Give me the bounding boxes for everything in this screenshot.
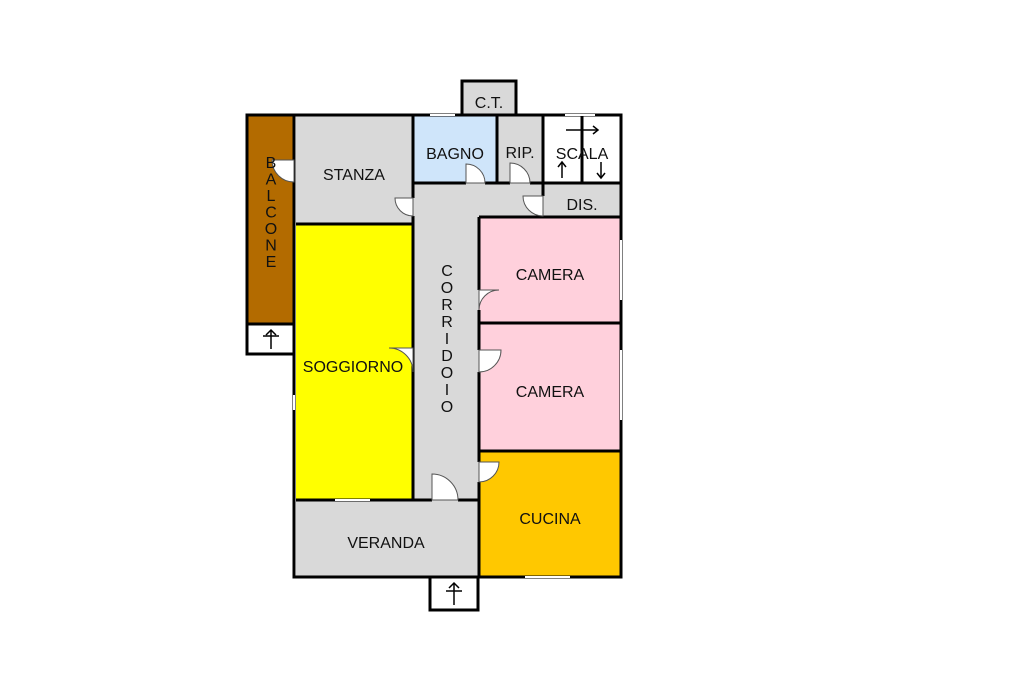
label-scala: SCALA xyxy=(556,146,609,163)
balcone-letter: O xyxy=(265,221,277,238)
label-veranda: VERANDA xyxy=(347,535,425,552)
corridoio-letter: I xyxy=(445,382,449,399)
balcone-letter: L xyxy=(267,188,276,205)
walls xyxy=(245,79,623,612)
label-rip: RIP. xyxy=(505,145,534,162)
corridoio-letter: O xyxy=(441,280,453,297)
doors xyxy=(271,159,544,501)
room-camera-2 xyxy=(479,323,621,451)
room-camera-1 xyxy=(479,217,621,323)
corridoio-letter: R xyxy=(441,314,453,331)
room-balcone xyxy=(248,115,294,324)
room-stanza xyxy=(296,115,413,225)
room-cucina xyxy=(479,451,621,577)
label-dis: DIS. xyxy=(566,197,597,214)
corridoio-letter: C xyxy=(441,263,453,280)
room-ct xyxy=(462,81,516,115)
balcone-letter: B xyxy=(266,155,277,172)
balcone-letter: C xyxy=(265,205,277,222)
room-bagno xyxy=(413,115,497,183)
corridoio-letter: O xyxy=(441,399,453,416)
room-veranda xyxy=(296,500,479,577)
balcone-letter: A xyxy=(266,172,277,189)
room-dis xyxy=(543,183,621,217)
balcone-letter: N xyxy=(265,238,277,255)
corridoio-letter: R xyxy=(441,297,453,314)
corridoio-letter: O xyxy=(441,365,453,382)
entrance-arrow-icon xyxy=(263,328,279,349)
label-ct: C.T. xyxy=(475,95,503,112)
entrance-arrow-icon xyxy=(446,581,462,605)
room-corridoio xyxy=(413,183,479,501)
corridoio-letter: D xyxy=(441,348,453,365)
label-soggiorno: SOGGIORNO xyxy=(303,359,403,376)
label-bagno: BAGNO xyxy=(426,146,484,163)
label-camera-1: CAMERA xyxy=(516,267,585,284)
balcone-letter: E xyxy=(266,254,277,271)
label-camera-2: CAMERA xyxy=(516,384,585,401)
stairs-arrows-icon xyxy=(557,122,606,180)
windows xyxy=(293,114,622,578)
label-cucina: CUCINA xyxy=(519,511,581,528)
label-stanza: STANZA xyxy=(323,167,385,184)
room-soggiorno xyxy=(296,225,413,500)
corridoio-letter: I xyxy=(445,331,449,348)
